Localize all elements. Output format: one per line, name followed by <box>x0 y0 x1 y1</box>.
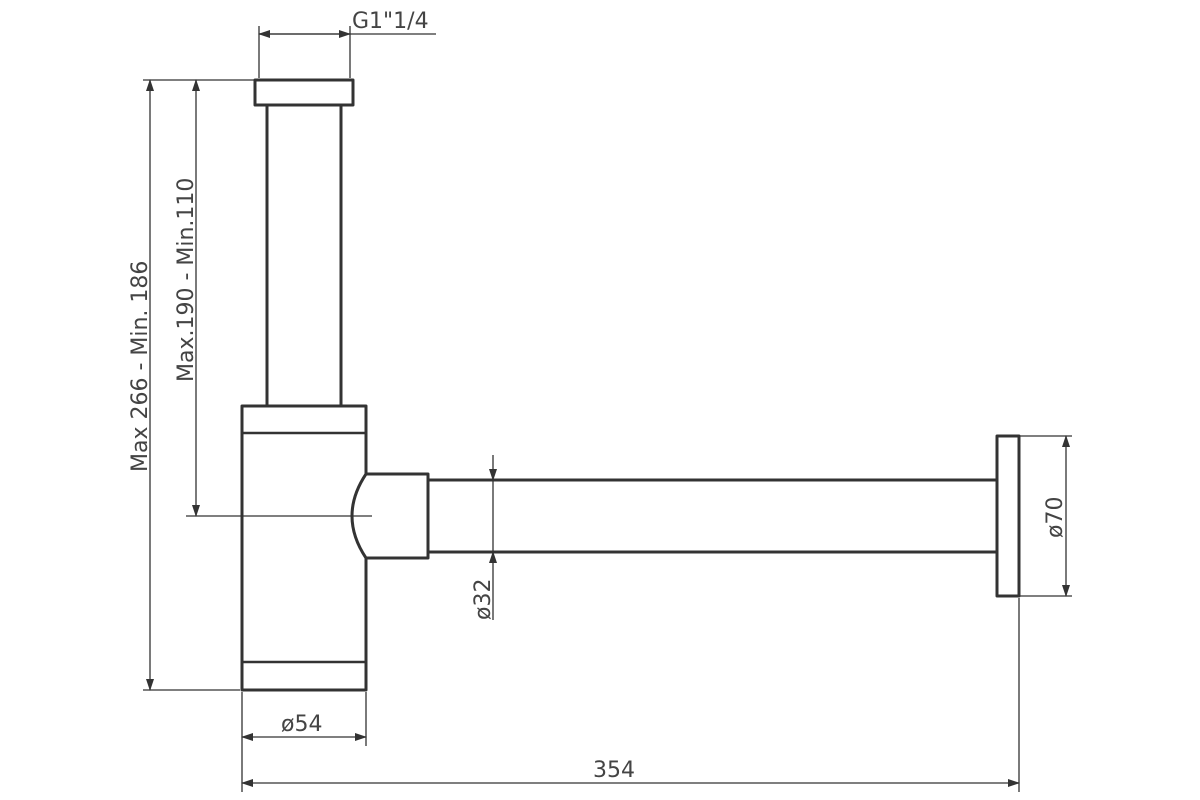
flange-diameter-label: ø70 <box>1043 497 1068 538</box>
inlet-height-label: Max.190 - Min.110 <box>174 178 199 382</box>
thread-label: G1"1/4 <box>352 9 429 34</box>
outlet-diameter-label: ø32 <box>471 579 496 620</box>
total-height-label: Max 266 - Min. 186 <box>128 261 153 472</box>
outlet-coupling <box>350 472 430 560</box>
wall-flange <box>995 434 1021 598</box>
dimension-inlet-height: Max.190 - Min.110 <box>174 79 200 517</box>
dimension-total-length: 354 <box>241 598 1020 792</box>
bottle-body <box>240 404 368 692</box>
total-length-label: 354 <box>593 758 635 783</box>
dimension-flange-diameter: ø70 <box>1019 435 1072 597</box>
top-nut <box>253 78 355 107</box>
dimension-body-diameter: ø54 <box>241 692 367 792</box>
dimension-outlet-diameter: ø32 <box>471 455 497 620</box>
dimension-thread: G1"1/4 <box>258 9 436 78</box>
trap-outline <box>186 78 1021 692</box>
body-diameter-label: ø54 <box>281 712 322 737</box>
dimension-total-height: Max 266 - Min. 186 <box>128 79 255 691</box>
